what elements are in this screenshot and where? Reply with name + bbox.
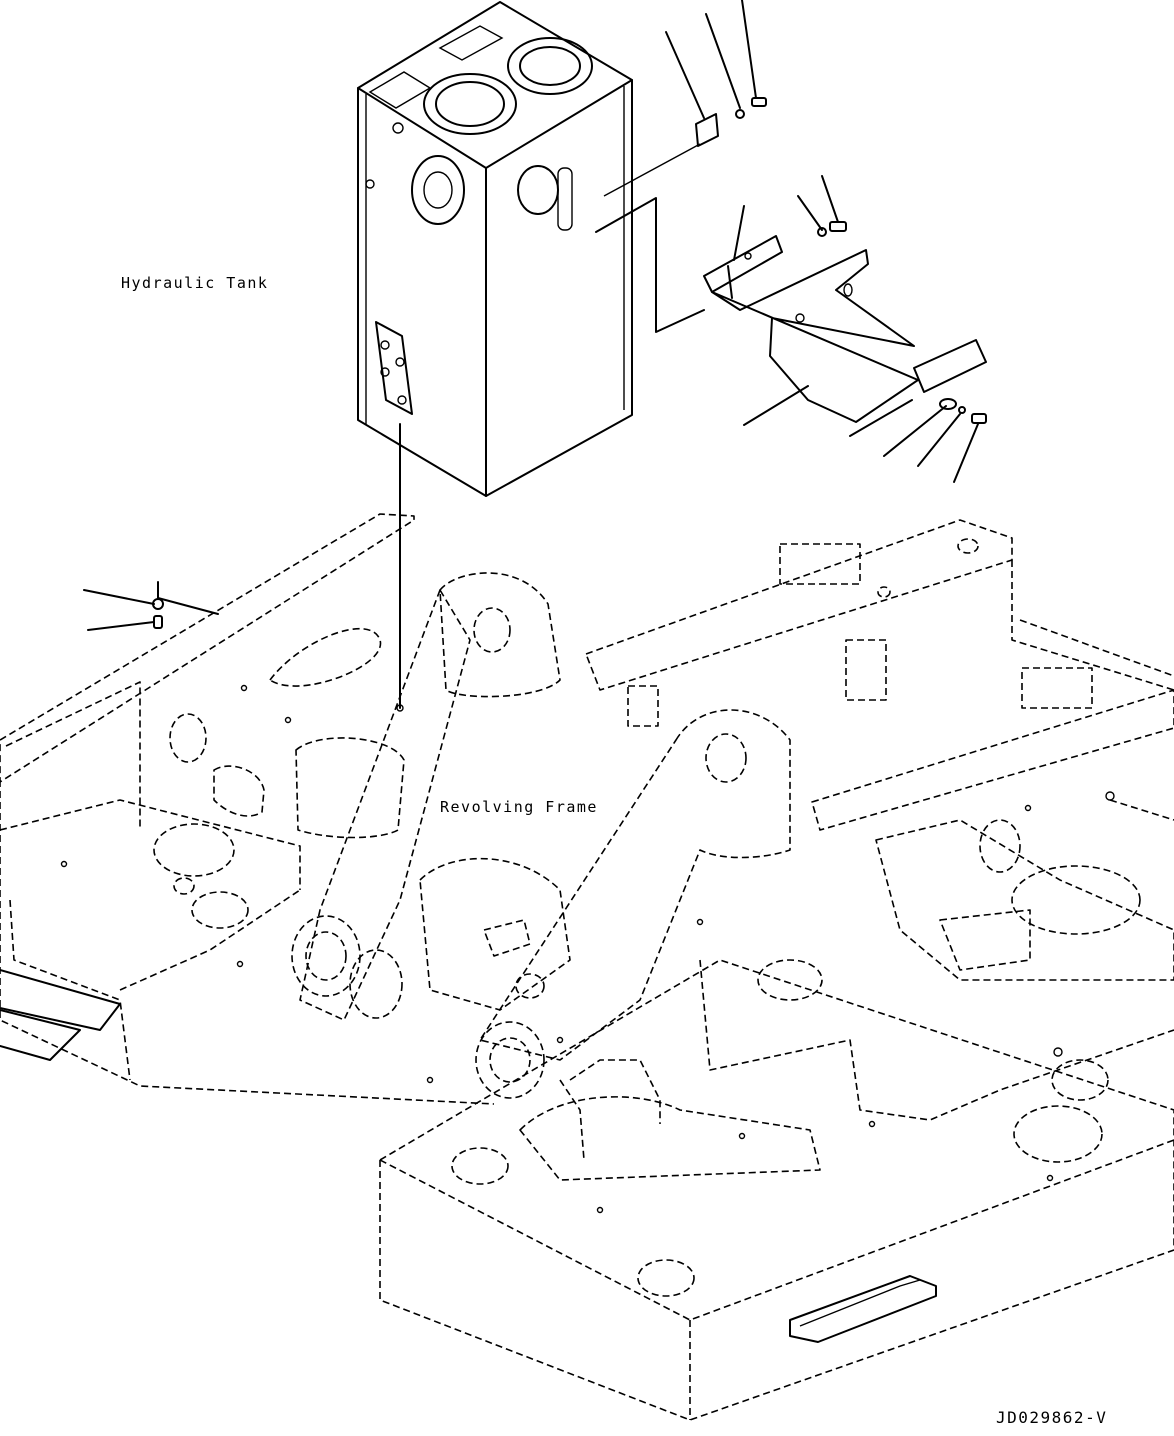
- hydraulic-tank: [357, 1, 633, 497]
- drawing-id-label: JD029862-V: [996, 1408, 1108, 1427]
- revolving-frame-label: Revolving Frame: [440, 798, 598, 816]
- revolving-frame: [0, 513, 1174, 1421]
- frame-holes: [60, 684, 1115, 1214]
- hydraulic-tank-label: Hydraulic Tank: [121, 274, 269, 292]
- left-bolts: [83, 581, 219, 631]
- tank-bracket-hardware: [595, 0, 987, 483]
